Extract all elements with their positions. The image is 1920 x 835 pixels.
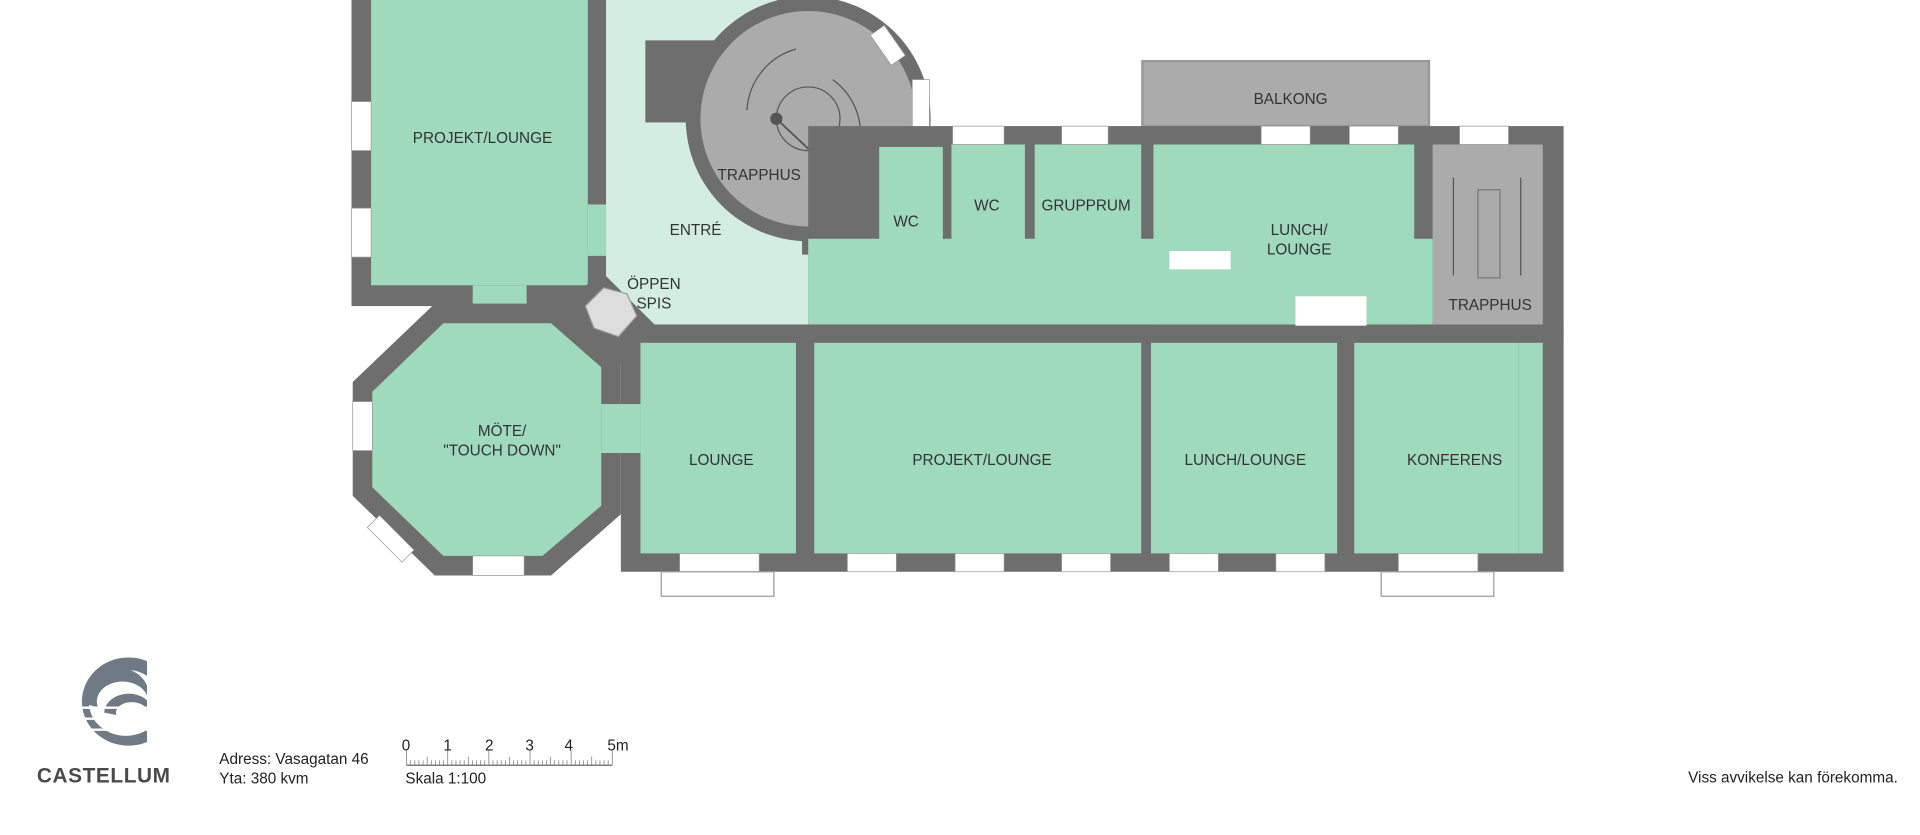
scale-tick: 5m <box>607 738 628 755</box>
scale-tick: 4 <box>565 738 574 755</box>
label-lunch-lounge-lower: LUNCH/LOUNGE <box>1184 452 1306 469</box>
label-konferens: KONFERENS <box>1407 452 1502 469</box>
label-lounge: LOUNGE <box>689 452 754 469</box>
label-wc: WC <box>974 198 999 215</box>
label-lunch-lounge-upper: LUNCH/ <box>1271 222 1329 239</box>
main-block <box>548 125 1564 597</box>
label-mote: MÖTE/ <box>478 422 527 440</box>
scale-tick: 2 <box>485 738 494 755</box>
room-labels: PROJEKT/LOUNGE TRAPPHUS ENTRÉ ÖPPEN SPIS… <box>413 91 1532 469</box>
label-balkong: BALKONG <box>1254 91 1328 108</box>
address: Adress: Vasagatan 46 <box>219 751 368 768</box>
scale-tick: 1 <box>443 738 452 755</box>
scale-tick: 0 <box>402 738 411 755</box>
castellum-logo <box>63 657 150 746</box>
disclaimer: Viss avvikelse kan förekomma. <box>1688 769 1898 786</box>
room-mote-octagon <box>352 303 641 576</box>
label-projekt-lounge-lower: PROJEKT/LOUNGE <box>912 452 1051 469</box>
label-trapphus-right: TRAPPHUS <box>1448 297 1531 314</box>
label-wc-small: WC <box>893 214 919 231</box>
fireplace <box>584 287 638 338</box>
label-mote-2: "TOUCH DOWN" <box>443 442 561 459</box>
label-grupprum: GRUPPRUM <box>1041 198 1130 215</box>
scale-bar: 0 1 2 3 4 5m <box>402 738 629 766</box>
scale-label: Skala 1:100 <box>405 771 486 788</box>
area: Yta: 380 kvm <box>219 771 308 788</box>
brand-name: CASTELLUM <box>37 764 171 787</box>
label-trapphus-round: TRAPPHUS <box>718 167 801 184</box>
label-oppen-spis: ÖPPEN <box>627 275 681 293</box>
label-lunch-lounge-upper-2: LOUNGE <box>1267 242 1332 259</box>
balcony <box>1141 59 1431 128</box>
label-oppen-spis-2: SPIS <box>636 296 671 313</box>
label-entre: ENTRÉ <box>670 222 722 239</box>
label-projekt-lounge-upper: PROJEKT/LOUNGE <box>413 130 552 147</box>
scale-tick: 3 <box>525 738 534 755</box>
room-projekt-lounge-upper <box>351 0 607 307</box>
